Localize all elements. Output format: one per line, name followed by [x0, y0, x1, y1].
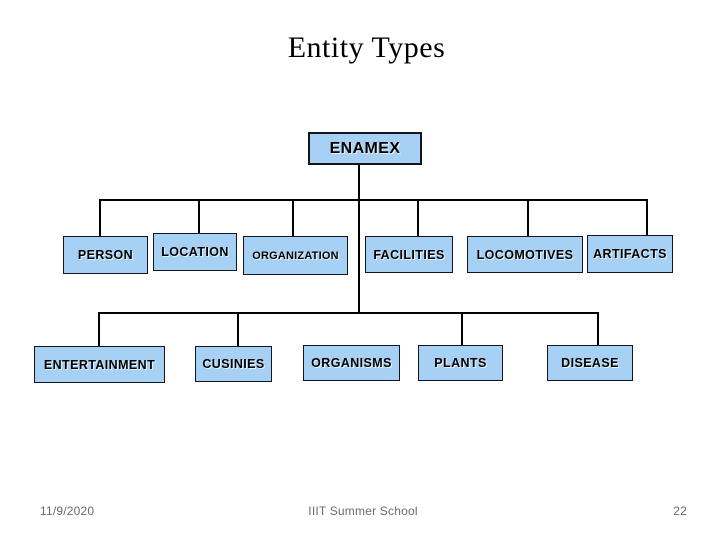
connector-stub-cusinies: [237, 312, 239, 347]
connector-stub-facilities: [417, 199, 419, 237]
connector-level2-rail: [98, 312, 599, 314]
connector-stub-disease: [597, 312, 599, 346]
footer-center-text: IIIT Summer School: [308, 504, 418, 518]
connector-stub-locomotives: [527, 199, 529, 237]
diagram-node-organisms: ORGANISMS: [303, 345, 400, 381]
diagram-node-facilities: FACILITIES: [365, 236, 453, 273]
diagram-node-cusinies: CUSINIES: [195, 346, 272, 382]
diagram-node-organization: ORGANIZATION: [243, 236, 348, 275]
diagram-node-location: LOCATION: [153, 233, 237, 271]
diagram-node-plants: PLANTS: [418, 345, 503, 381]
diagram-node-artifacts: ARTIFACTS: [587, 235, 673, 273]
connector-stub-plants: [461, 312, 463, 346]
diagram-node-disease: DISEASE: [547, 345, 633, 381]
footer-date: 11/9/2020: [40, 504, 95, 518]
connector-stub-person: [99, 199, 101, 237]
diagram-node-entertainment: ENTERTAINMENT: [34, 346, 165, 383]
slide-title: Entity Types: [287, 31, 446, 64]
diagram-node-person: PERSON: [63, 236, 148, 274]
connector-stub-artifacts: [646, 199, 648, 236]
connector-stub-location: [198, 199, 200, 235]
connector-stub-entertainment: [98, 312, 100, 347]
connector-root-stem: [358, 165, 360, 314]
diagram-node-locomotives: LOCOMOTIVES: [467, 236, 583, 273]
connector-level1-rail: [99, 199, 648, 201]
footer-page-number: 22: [673, 504, 687, 518]
connector-stub-organization: [292, 199, 294, 237]
diagram-node-enamex: ENAMEX: [308, 132, 422, 165]
